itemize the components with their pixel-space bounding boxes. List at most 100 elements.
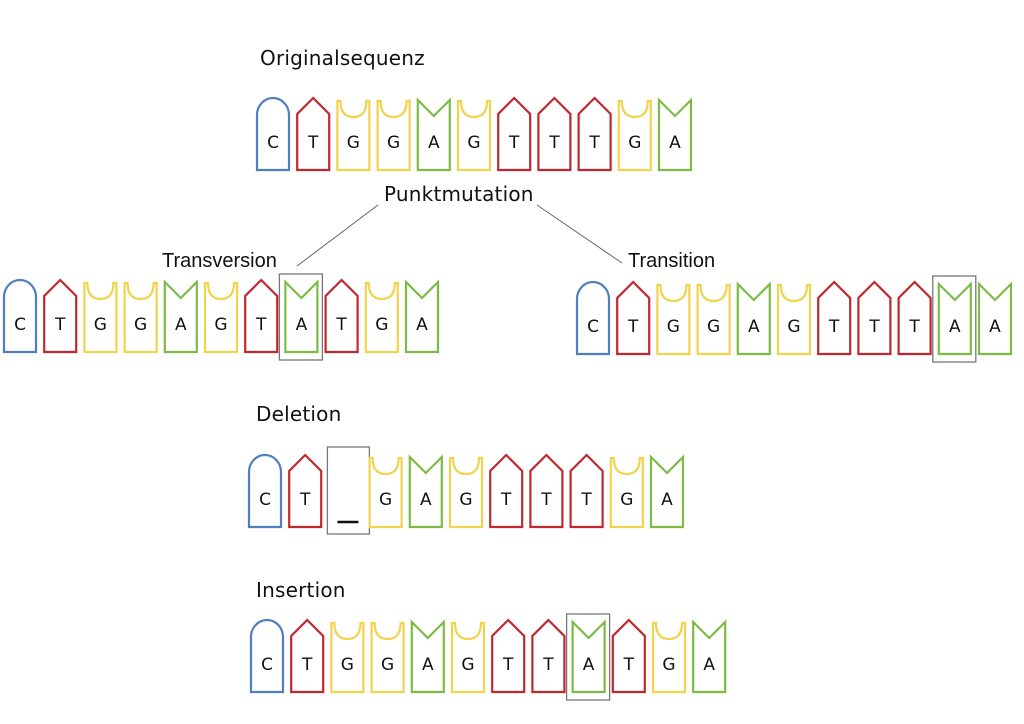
tile-outline-thymine — [616, 280, 651, 356]
base-letter: A — [949, 317, 961, 337]
tile-outline-guanine — [83, 281, 118, 354]
nucleotide-thymine: T — [244, 278, 279, 354]
point-mutation-title: Punktmutation — [384, 182, 534, 206]
mutation-highlight-box — [932, 275, 977, 363]
tile-outline-adenine — [416, 97, 451, 172]
base-letter: G — [707, 317, 720, 337]
base-letter: T — [540, 490, 552, 510]
base-letter: A — [748, 317, 760, 337]
nucleotide-adenine: A — [692, 619, 727, 694]
tile-outline-cytosine — [255, 96, 291, 172]
base-letter: T — [301, 655, 313, 675]
nucleotide-adenine: A — [736, 281, 771, 356]
nucleotide-guanine: G — [336, 99, 371, 172]
tile-outline-thymine — [296, 96, 331, 172]
base-letter: A — [661, 490, 673, 510]
base-letter: T — [588, 133, 600, 153]
base-letter: G — [375, 315, 388, 335]
tile-outline-adenine — [736, 281, 771, 356]
base-letter: G — [94, 315, 107, 335]
mutation-highlight-box — [278, 273, 324, 361]
nucleotide-thymine: T — [569, 453, 604, 529]
base-letter: T — [500, 490, 512, 510]
base-letter: T — [299, 490, 311, 510]
base-letter: G — [461, 655, 474, 675]
tile-outline-guanine — [651, 621, 687, 694]
tile-outline-thymine — [577, 96, 612, 172]
tile-outline-guanine — [609, 456, 644, 529]
nucleotide-thymine: T — [577, 96, 612, 172]
connector-to-transversion — [296, 204, 379, 267]
nucleotide-guanine: G — [83, 281, 118, 354]
base-letter: T — [502, 655, 514, 675]
base-letter: C — [14, 315, 26, 335]
tile-outline-thymine — [290, 618, 325, 694]
nucleotide-cytosine: C — [247, 453, 283, 529]
nucleotide-guanine: G — [203, 281, 239, 354]
tile-outline-thymine — [857, 280, 892, 356]
tile-outline-guanine — [330, 621, 365, 694]
base-letter: A — [175, 315, 187, 335]
base-letter: T — [580, 490, 592, 510]
nucleotide-adenine: A — [278, 273, 324, 361]
nucleotide-thymine: T — [296, 96, 331, 172]
tile-outline-guanine — [656, 283, 691, 356]
nucleotide-thymine: T — [611, 618, 646, 694]
tile-outline-guanine — [370, 621, 405, 694]
tile-outline-thymine — [611, 618, 646, 694]
nucleotide-guanine: G — [656, 283, 691, 356]
base-letter: T — [828, 317, 840, 337]
base-letter: T — [255, 315, 267, 335]
base-letter: T — [542, 655, 554, 675]
nucleotide-cytosine: C — [255, 96, 291, 172]
tile-outline-thymine — [897, 280, 932, 356]
base-letter: T — [508, 133, 520, 153]
base-letter: A — [428, 133, 440, 153]
base-letter: G — [459, 490, 472, 510]
nucleotide-guanine: G — [364, 281, 399, 354]
nucleotide-adenine: A — [163, 279, 198, 354]
base-letter: G — [341, 655, 354, 675]
nucleotide-adenine: A — [404, 279, 440, 354]
base-letter: T — [54, 315, 66, 335]
nucleotide-thymine: T — [290, 618, 325, 694]
base-letter: G — [381, 655, 394, 675]
base-letter: T — [627, 317, 639, 337]
nucleotide-guanine: G — [609, 456, 644, 529]
connector-to-transition — [536, 204, 623, 264]
nucleotide-guanine: G — [376, 99, 411, 172]
deletion-title: Deletion — [256, 402, 342, 426]
base-letter: G — [662, 655, 675, 675]
base-letter: C — [259, 490, 271, 510]
nucleotide-thymine: T — [897, 280, 932, 356]
base-letter: G — [387, 133, 400, 153]
tile-outline-adenine — [937, 281, 972, 356]
nucleotide-guanine: G — [776, 283, 812, 356]
base-letter: T — [623, 655, 635, 675]
tile-outline-thymine — [43, 278, 78, 354]
tile-outline-cytosine — [249, 618, 285, 694]
base-letter: T — [548, 133, 560, 153]
base-letter: C — [267, 133, 279, 153]
base-letter: C — [261, 655, 273, 675]
tile-outline-thymine — [288, 453, 323, 529]
nucleotide-guanine: G — [123, 281, 158, 354]
base-letter: G — [134, 315, 147, 335]
nucleotide-thymine: T — [497, 96, 532, 172]
tile-outline-guanine — [776, 283, 812, 356]
deleted-base-gap — [326, 446, 371, 535]
nucleotide-thymine: T — [817, 280, 852, 356]
tile-outline-guanine — [123, 281, 158, 354]
nucleotide-guanine: G — [368, 456, 403, 529]
insertion-title: Insertion — [256, 578, 346, 602]
base-letter: C — [587, 317, 599, 337]
base-letter: T — [908, 317, 920, 337]
base-letter: A — [583, 655, 595, 675]
